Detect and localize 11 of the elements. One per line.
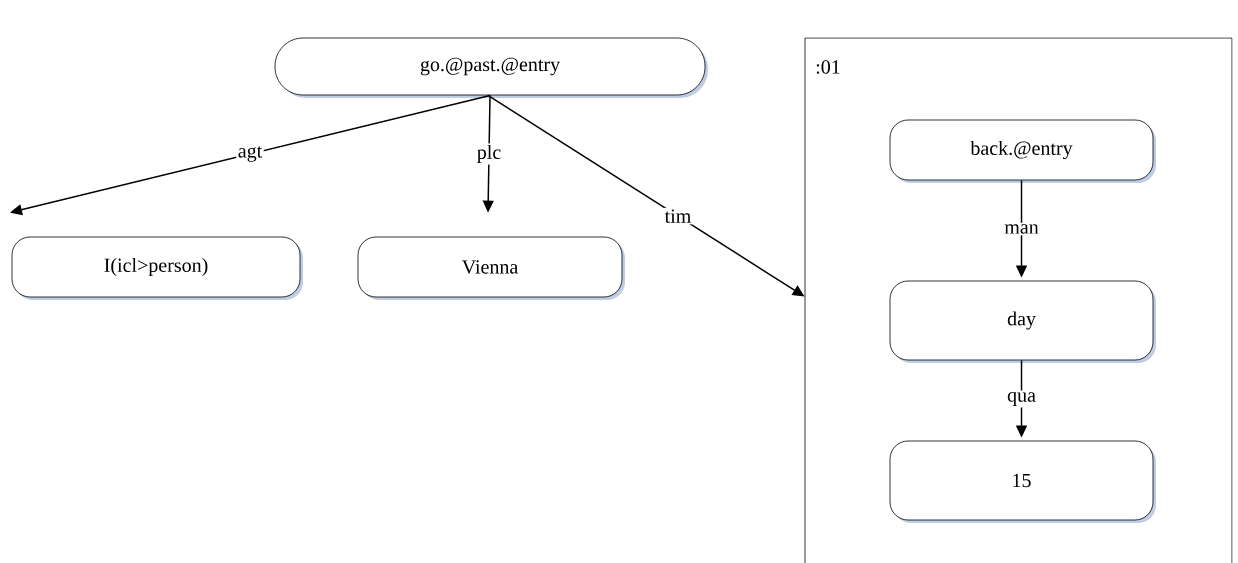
edge-label: tim (663, 207, 693, 225)
rounded-box: back.@entry (889, 119, 1156, 183)
rounded-box: I(icl>person) (11, 236, 303, 300)
edge-label: qua (1005, 390, 1038, 408)
edge-label: plc (475, 143, 503, 165)
rounded-box: 15 (889, 440, 1156, 523)
rounded-box: go.@past.@entry (274, 37, 708, 98)
rounded-box: Vienna (357, 236, 625, 300)
edge-label: man (1002, 222, 1041, 236)
edge-label: agt (236, 144, 264, 164)
rounded-box: day (889, 280, 1156, 363)
